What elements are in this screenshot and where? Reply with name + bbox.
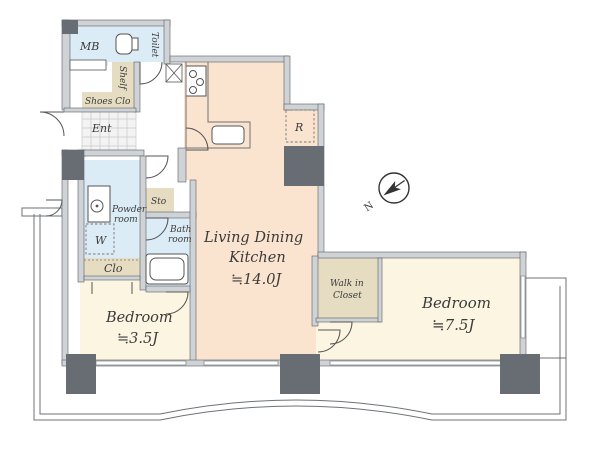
fixtures	[69, 33, 315, 285]
walk-in-closet-label-1: Walk in	[330, 279, 364, 289]
bedroom-right-size: ≒7.5J	[432, 316, 475, 334]
refrigerator-label: R	[294, 121, 303, 134]
shoes-clo-floor	[82, 92, 134, 108]
windows	[95, 275, 526, 366]
compass-north-arrow-icon: N	[362, 172, 410, 214]
bath-room-label-1: Bath	[169, 225, 191, 235]
bathtub-icon	[145, 253, 189, 285]
ldk-label-2: Kitchen	[228, 250, 286, 266]
shelf-label: Shelf	[117, 66, 127, 91]
ent-label: Ent	[91, 122, 112, 135]
clo-label: Clo	[104, 262, 123, 275]
powder-room-label-1: Powder	[111, 205, 147, 215]
sto-label: Sto	[151, 197, 167, 207]
toilet-fixture	[115, 33, 139, 55]
shelf-floor	[112, 62, 134, 92]
washer-space	[85, 223, 115, 255]
bedroom-right-door	[317, 329, 341, 353]
balcony-inner-rail	[39, 214, 561, 415]
ldk-label-1: Living Dining	[203, 230, 303, 246]
balcony-outer-rail	[33, 214, 567, 421]
bedroom-left-size: ≒3.5J	[117, 331, 159, 347]
compass-north-label: N	[362, 200, 376, 214]
sto-floor	[146, 188, 174, 214]
bedroom-right-label: Bedroom	[421, 294, 491, 312]
powder-room-label-2: room	[114, 215, 138, 225]
shoes-clo-label: Shoes Clo	[85, 97, 131, 107]
stove-icon	[185, 65, 207, 97]
w-label: W	[95, 234, 108, 247]
bath-door	[145, 217, 169, 241]
balcony	[21, 207, 567, 421]
toilet-door	[139, 61, 163, 85]
clo-floor	[84, 258, 140, 278]
laundry-pan	[165, 63, 183, 83]
ldk-size: ≒14.0J	[231, 272, 282, 288]
bedroom-left-label: Bedroom	[105, 310, 173, 326]
mb-label: MB	[79, 40, 99, 53]
clo-door	[91, 282, 133, 294]
walk-in-closet-floor	[318, 258, 380, 320]
hall-door	[185, 127, 209, 151]
balcony-left-door	[45, 199, 63, 217]
room-labels: MB Toilet Shelf Shoes Clo Ent Powder roo…	[79, 32, 491, 347]
doors	[39, 61, 353, 353]
entrance-tile-grid	[81, 109, 137, 151]
bath-room-label-2: room	[168, 235, 192, 245]
meter-box	[69, 59, 107, 71]
bedroom-left-door	[165, 291, 189, 315]
refrigerator-space	[285, 109, 315, 143]
walk-in-closet-label-2: Closet	[333, 291, 362, 301]
powder-door	[145, 155, 169, 179]
structural-pillars	[62, 20, 540, 394]
balcony-right-rail	[521, 277, 567, 359]
kitchen-counter	[185, 62, 251, 149]
walk-in-door	[329, 321, 353, 345]
washbasin-icon	[87, 185, 111, 223]
entrance-door	[39, 111, 65, 137]
kitchen-sink	[211, 125, 245, 145]
toilet-label: Toilet	[149, 32, 159, 58]
